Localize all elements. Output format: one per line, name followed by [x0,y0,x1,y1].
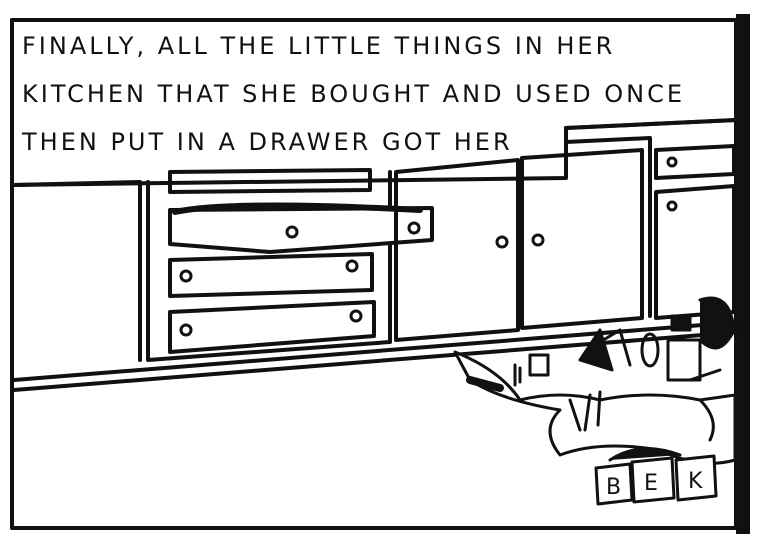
caption-line: FINALLY, ALL THE LITTLE THINGS IN HER [22,32,616,60]
open-drawer [168,206,434,254]
panel-shadow [736,14,750,534]
signature-blocks: B E K [594,454,718,506]
svg-text:E: E [644,471,658,496]
cabinets [12,118,742,392]
caption-text: FINALLY, ALL THE LITTLE THINGS IN HER KI… [22,22,722,166]
caption-line: KITCHEN THAT SHE BOUGHT AND USED ONCE [22,80,685,108]
gadget-pile [453,296,737,465]
svg-text:B: B [606,475,621,500]
caption-line: THEN PUT IN A DRAWER GOT HER [22,128,513,156]
svg-text:K: K [688,469,703,494]
